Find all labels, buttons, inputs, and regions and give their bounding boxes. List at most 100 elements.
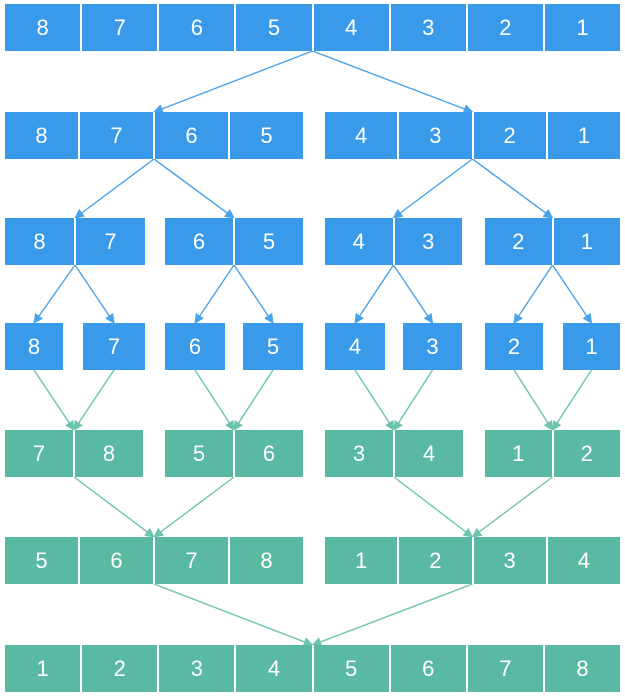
array-cell: 7 bbox=[155, 537, 230, 584]
merge-arrow bbox=[311, 583, 473, 647]
array-cell: 3 bbox=[325, 430, 395, 477]
split-array-level-4-group-7: 2 bbox=[485, 323, 543, 370]
array-cell: 6 bbox=[165, 218, 235, 265]
array-cell: 5 bbox=[243, 323, 303, 370]
split-array-level-4-group-4: 5 bbox=[243, 323, 303, 370]
array-cell: 6 bbox=[165, 323, 225, 370]
array-cell: 2 bbox=[467, 4, 545, 51]
array-cell: 3 bbox=[394, 218, 462, 265]
split-arrow bbox=[312, 50, 474, 114]
array-cell: 2 bbox=[485, 218, 554, 265]
array-cell: 5 bbox=[230, 112, 303, 159]
merge-arrow bbox=[513, 369, 554, 431]
array-cell: 6 bbox=[80, 537, 155, 584]
merge-arrow bbox=[393, 369, 434, 431]
split-arrow bbox=[153, 158, 235, 219]
array-cell: 8 bbox=[5, 4, 83, 51]
array-cell: 8 bbox=[230, 537, 303, 584]
array-cell: 6 bbox=[159, 4, 237, 51]
array-cell: 4 bbox=[236, 645, 314, 692]
array-cell: 5 bbox=[313, 645, 391, 692]
array-cell: 5 bbox=[5, 537, 80, 584]
merge-arrow bbox=[33, 369, 75, 431]
split-array-level-4-group-3: 6 bbox=[165, 323, 225, 370]
merge-arrow bbox=[153, 476, 235, 538]
array-cell: 8 bbox=[544, 645, 620, 692]
split-array-level-4-group-8: 1 bbox=[563, 323, 620, 370]
array-cell: 3 bbox=[403, 323, 462, 370]
array-cell: 7 bbox=[82, 4, 160, 51]
array-cell: 3 bbox=[473, 537, 548, 584]
split-array-level-4-group-6: 3 bbox=[403, 323, 462, 370]
array-cell: 1 bbox=[485, 430, 554, 477]
array-cell: 4 bbox=[325, 218, 395, 265]
array-cell: 3 bbox=[399, 112, 474, 159]
array-cell: 5 bbox=[236, 4, 314, 51]
split-arrow bbox=[74, 158, 155, 219]
array-cell: 4 bbox=[325, 112, 400, 159]
array-cell: 1 bbox=[553, 218, 620, 265]
split-array-level-4-group-5: 4 bbox=[325, 323, 385, 370]
array-cell: 4 bbox=[395, 430, 463, 477]
array-cell: 7 bbox=[76, 218, 145, 265]
merge-arrow bbox=[73, 476, 155, 538]
split-arrow bbox=[194, 264, 235, 324]
array-cell: 7 bbox=[83, 323, 145, 370]
split-arrow bbox=[392, 264, 434, 324]
array-cell: 2 bbox=[473, 112, 548, 159]
array-cell: 1 bbox=[563, 323, 620, 370]
array-cell: 2 bbox=[399, 537, 474, 584]
array-cell: 6 bbox=[390, 645, 468, 692]
array-cell: 6 bbox=[155, 112, 230, 159]
merge-arrow bbox=[551, 369, 593, 431]
split-arrow bbox=[472, 158, 554, 219]
array-cell: 3 bbox=[390, 4, 468, 51]
merge-arrow bbox=[393, 476, 474, 538]
split-arrow bbox=[392, 158, 473, 219]
merge-arrow bbox=[233, 369, 274, 431]
array-cell: 2 bbox=[82, 645, 160, 692]
merge-arrow bbox=[354, 369, 395, 431]
merge-arrow bbox=[471, 476, 553, 538]
array-cell: 8 bbox=[5, 112, 80, 159]
split-arrow bbox=[354, 264, 395, 324]
array-cell: 8 bbox=[5, 218, 76, 265]
split-arrow bbox=[33, 264, 76, 324]
array-cell: 2 bbox=[553, 430, 620, 477]
split-arrow bbox=[513, 264, 554, 324]
array-cell: 4 bbox=[313, 4, 391, 51]
array-cell: 7 bbox=[80, 112, 155, 159]
array-cell: 1 bbox=[544, 4, 620, 51]
array-cell: 1 bbox=[5, 645, 83, 692]
array-cell: 6 bbox=[235, 430, 303, 477]
merge-arrow bbox=[194, 369, 235, 431]
array-cell: 5 bbox=[165, 430, 235, 477]
array-cell: 1 bbox=[547, 112, 620, 159]
array-cell: 4 bbox=[325, 323, 385, 370]
split-array-level-4-group-2: 7 bbox=[83, 323, 145, 370]
array-cell: 7 bbox=[467, 645, 545, 692]
array-cell: 3 bbox=[159, 645, 237, 692]
split-array-level-4-group-1: 8 bbox=[5, 323, 63, 370]
array-cell: 8 bbox=[75, 430, 143, 477]
array-cell: 8 bbox=[5, 323, 63, 370]
array-cell: 5 bbox=[235, 218, 303, 265]
array-cell: 1 bbox=[325, 537, 400, 584]
array-cell: 2 bbox=[485, 323, 543, 370]
merge-arrow bbox=[153, 583, 314, 647]
